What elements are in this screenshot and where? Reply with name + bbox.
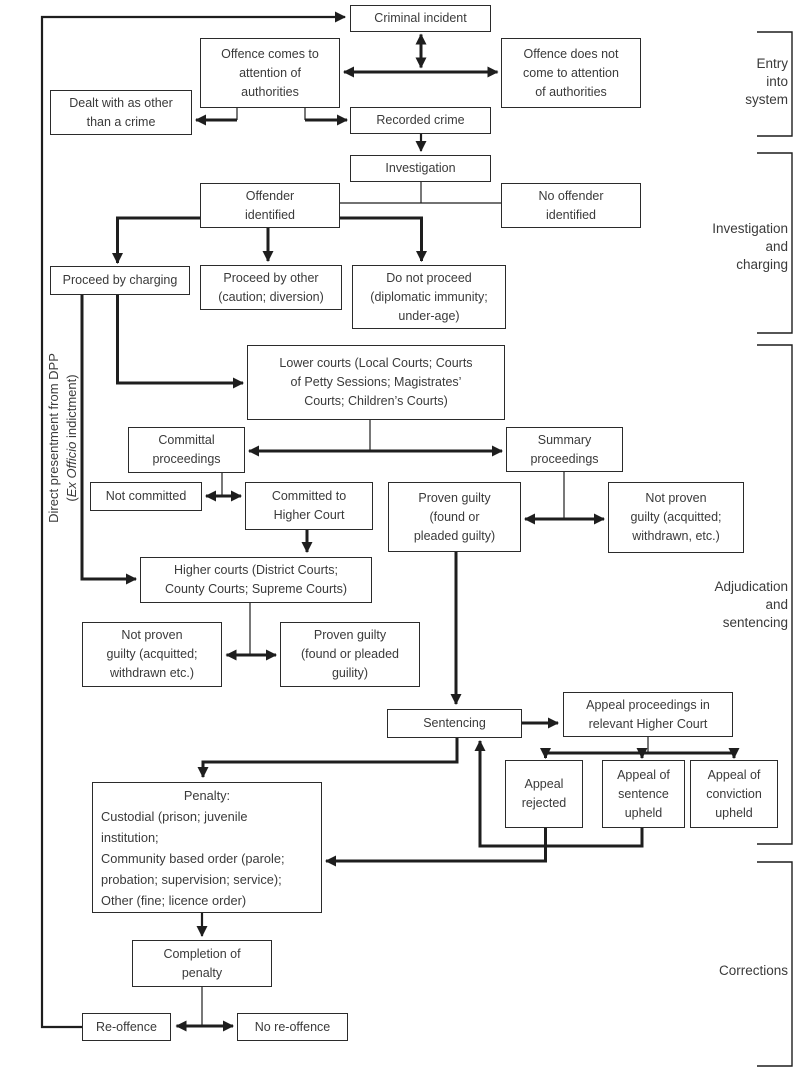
node-dealt-with-as-other: Dealt with as other than a crime (50, 90, 192, 135)
node-no-re-offence: No re-offence (237, 1013, 348, 1041)
node-lower-courts: Lower courts (Local Courts; Courts of Pe… (247, 345, 505, 420)
node-appeal-rejected: Appeal rejected (505, 760, 583, 828)
dpp-route-label-line2: (Ex Officio indictment) (63, 308, 81, 568)
node-committed-to-higher-court: Committed to Higher Court (245, 482, 373, 530)
section-label-investigation-and-charging: Investigation and charging (712, 221, 788, 272)
node-penalty: Penalty: Custodial (prison; juvenile ins… (92, 782, 322, 913)
penalty-body: Custodial (prison; juvenile institution;… (101, 808, 285, 908)
node-committal-proceedings: Committal proceedings (128, 427, 245, 473)
node-appeal-proceedings: Appeal proceedings in relevant Higher Co… (563, 692, 733, 737)
section-label-corrections: Corrections (718, 963, 788, 978)
node-offender-identified: Offender identified (200, 183, 340, 228)
node-completion-of-penalty: Completion of penalty (132, 940, 272, 987)
dpp-route-label: Direct presentment from DPP (Ex Officio … (45, 308, 83, 568)
node-no-offender-identified: No offender identified (501, 183, 641, 228)
node-summary-proceedings: Summary proceedings (506, 427, 623, 472)
node-offence-does-not-come: Offence does not come to attention of au… (501, 38, 641, 108)
node-not-proven-guilty-summary: Not proven guilty (acquitted; withdrawn,… (608, 482, 744, 553)
thick-flow-lines (80, 33, 740, 1032)
node-not-committed: Not committed (90, 482, 202, 511)
dpp-ex-officio: Ex Officio (64, 441, 79, 498)
node-proven-guilty-higher: Proven guilty (found or pleaded guility) (280, 622, 420, 687)
node-proven-guilty-summary: Proven guilty (found or pleaded guilty) (388, 482, 521, 552)
dpp-route-label-line1: Direct presentment from DPP (46, 353, 61, 523)
node-re-offence: Re-offence (82, 1013, 171, 1041)
node-offence-comes-to-attention: Offence comes to attention of authoritie… (200, 38, 340, 108)
penalty-title: Penalty: (183, 787, 231, 803)
node-investigation: Investigation (350, 155, 491, 182)
node-sentencing: Sentencing (387, 709, 522, 738)
thin-junction-lines (201, 108, 649, 1026)
node-do-not-proceed: Do not proceed (diplomatic immunity; und… (352, 265, 506, 329)
node-proceed-by-charging: Proceed by charging (50, 266, 190, 295)
node-appeal-of-conviction-upheld: Appeal of conviction upheld (690, 760, 778, 828)
dpp-open-paren: ( (64, 497, 79, 502)
section-label-entry-into-system: Entry into system (745, 56, 788, 107)
medium-flow-lines (40, 11, 427, 1029)
dpp-indictment: indictment) (64, 374, 79, 442)
node-recorded-crime: Recorded crime (350, 107, 491, 134)
node-appeal-of-sentence-upheld: Appeal of sentence upheld (602, 760, 685, 828)
section-label-adjudication-and-sentencing: Adjudication and sentencing (714, 579, 788, 630)
node-proceed-by-other: Proceed by other (caution; diversion) (200, 265, 342, 310)
node-higher-courts: Higher courts (District Courts; County C… (140, 557, 372, 603)
node-not-proven-guilty-higher: Not proven guilty (acquitted; withdrawn … (82, 622, 222, 687)
section-brackets (757, 31, 793, 1067)
node-criminal-incident: Criminal incident (350, 5, 491, 32)
